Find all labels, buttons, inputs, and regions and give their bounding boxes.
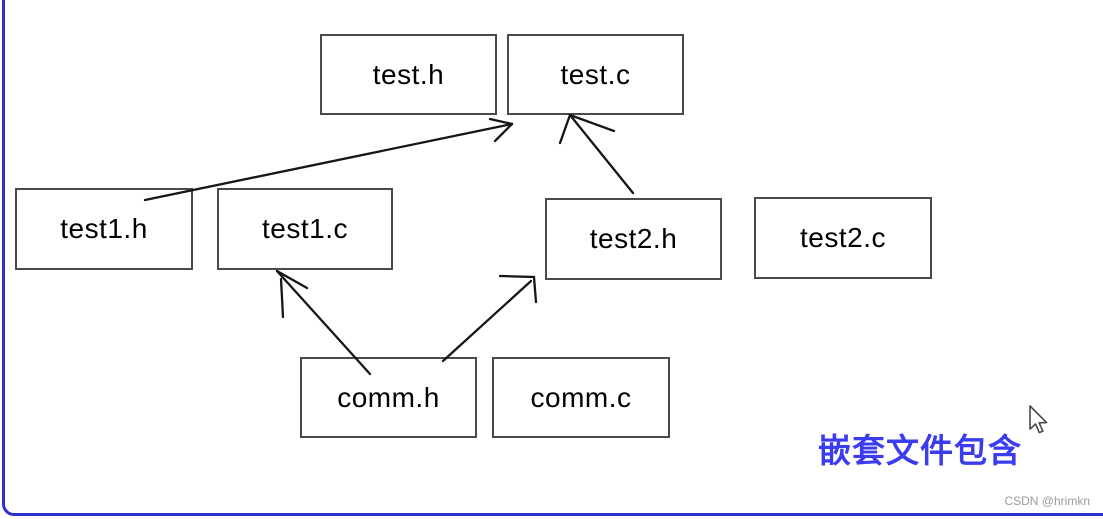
file-box-test1-h: test1.h (15, 188, 193, 270)
mouse-arrow-cursor-icon (1029, 405, 1048, 434)
file-box-test2-c: test2.c (754, 197, 932, 279)
file-box-label: test2.h (589, 223, 678, 254)
file-box-label: test.c (560, 58, 631, 90)
file-box-comm-h: comm.h (300, 357, 477, 438)
watermark-text: CSDN @hrimkn (1004, 494, 1090, 508)
file-box-test-c: test.c (507, 34, 684, 115)
file-box-label: comm.h (337, 381, 440, 413)
file-box-label: comm.c (530, 381, 632, 413)
file-box-comm-c: comm.c (492, 357, 670, 438)
file-box-label: test.h (372, 58, 445, 90)
arrow-test2h-to-testc (558, 113, 635, 195)
file-box-label: test1.c (262, 213, 348, 244)
file-box-test-h: test.h (320, 34, 497, 115)
diagram-caption: 嵌套文件包含 (818, 432, 1022, 469)
arrow-commh-to-test2h (441, 274, 538, 363)
file-box-test1-c: test1.c (217, 188, 393, 270)
file-box-label: test2.c (800, 222, 886, 253)
file-box-test2-h: test2.h (545, 198, 722, 280)
file-box-label: test1.h (60, 213, 148, 244)
